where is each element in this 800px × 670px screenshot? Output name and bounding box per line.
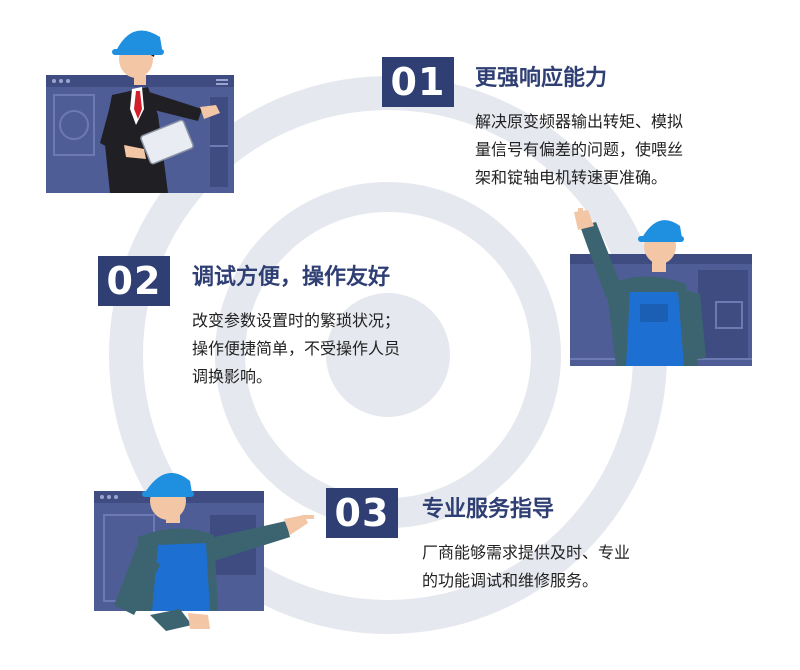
item-number-02: 02 bbox=[98, 256, 170, 306]
worker-pointing-up-icon bbox=[570, 208, 752, 366]
item-desc-03-line: 的功能调试和维修服务。 bbox=[422, 571, 599, 590]
item-title-03: 专业服务指导 bbox=[422, 497, 555, 522]
item-desc-02-line: 操作便捷简单，不受操作人员 bbox=[192, 339, 401, 358]
item-desc-02-line: 调换影响。 bbox=[192, 367, 273, 386]
item-desc-02: 改变参数设置时的繁琐状况； 操作便捷简单，不受操作人员 调换影响。 bbox=[192, 307, 400, 391]
item-desc-03: 厂商能够需求提供及时、专业 的功能调试和维修服务。 bbox=[422, 539, 630, 595]
ring-inner bbox=[326, 293, 450, 417]
item-title-02: 调试方便，操作友好 bbox=[192, 265, 391, 290]
item-desc-01-line: 量信号有偏差的问题，使喂丝 bbox=[475, 140, 684, 159]
item-title-01: 更强响应能力 bbox=[475, 66, 608, 91]
item-desc-03-line: 厂商能够需求提供及时、专业 bbox=[422, 543, 631, 562]
item-desc-01-line: 解决原变频器输出转矩、模拟 bbox=[475, 112, 684, 131]
worker-pointing-right-icon bbox=[94, 473, 314, 631]
businessman-presenting-icon bbox=[46, 30, 234, 193]
item-number-01: 01 bbox=[382, 57, 454, 107]
item-desc-01-line: 架和锭轴电机转速更准确。 bbox=[475, 168, 668, 187]
item-desc-02-line: 改变参数设置时的繁琐状况； bbox=[192, 311, 401, 330]
item-desc-01: 解决原变频器输出转矩、模拟 量信号有偏差的问题，使喂丝 架和锭轴电机转速更准确。 bbox=[475, 108, 683, 192]
item-number-03: 03 bbox=[326, 488, 398, 538]
